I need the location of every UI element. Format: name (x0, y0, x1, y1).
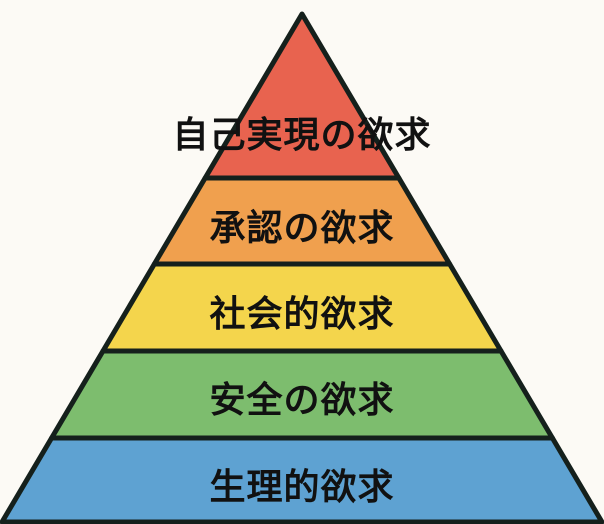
level-label-social: 社会的欲求 (209, 294, 395, 335)
level-label-safety: 安全の欲求 (209, 380, 395, 421)
level-label-physiological: 生理的欲求 (209, 467, 395, 508)
level-label-esteem: 承認の欲求 (209, 208, 395, 249)
pyramid-level-physiological (0, 435, 604, 524)
level-label-self-actualization: 自己実現の欲求 (172, 115, 432, 156)
